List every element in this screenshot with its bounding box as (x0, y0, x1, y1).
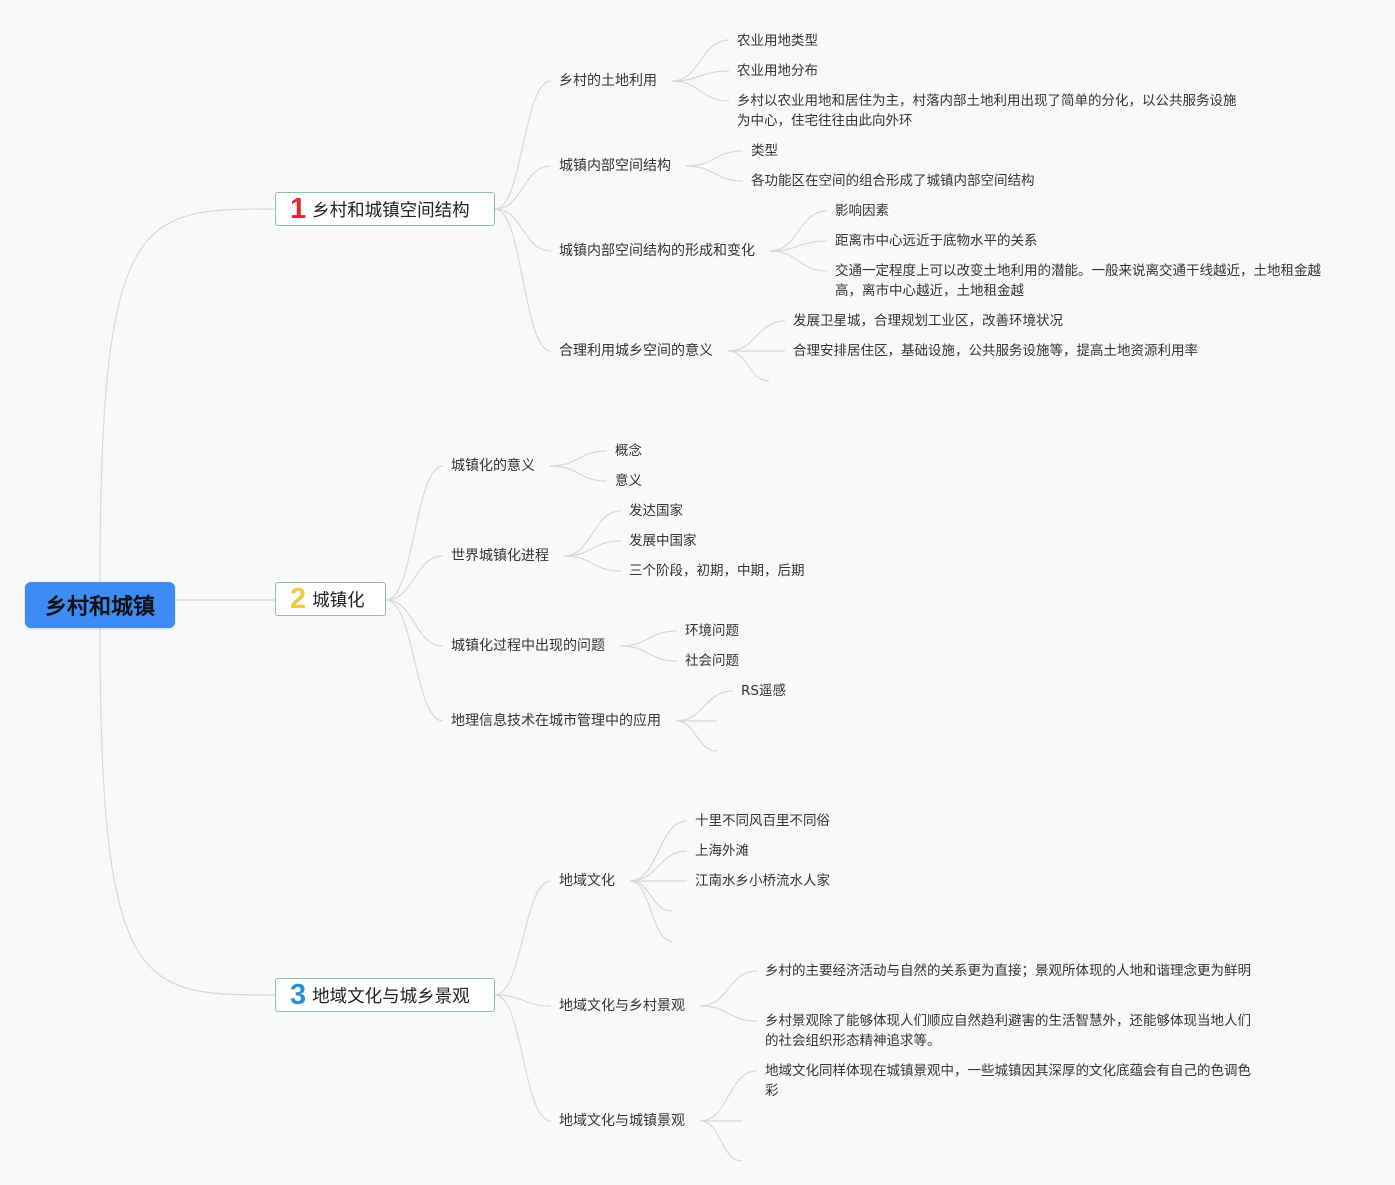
leaf-item[interactable]: 发展卫星城，合理规划工业区，改善环境状况 (793, 313, 1063, 329)
connector-line (494, 880, 552, 996)
leaf-item[interactable]: 农业用地类型 (737, 33, 818, 49)
topic-3-node[interactable]: 3 地域文化与城乡景观 (275, 978, 495, 1012)
connector-line (699, 970, 758, 1007)
connector-line (494, 165, 552, 210)
leaf-item[interactable]: 距离市中心远近于底物水平的关系 (835, 233, 1038, 249)
subtopic-rational-use[interactable]: 合理利用城乡空间的意义 (559, 343, 713, 359)
connector-line (619, 630, 678, 647)
connector-line (671, 39, 730, 82)
connector-line (549, 465, 608, 482)
topic-3-number: 3 (290, 978, 307, 1011)
subtopic-structure-formation[interactable]: 城镇内部空间结构的形成和变化 (559, 243, 755, 259)
connector-line (385, 599, 444, 647)
leaf-item[interactable]: 类型 (751, 143, 778, 159)
root-node[interactable]: 乡村和城镇 (25, 582, 175, 628)
subtopic-urban-spatial-structure[interactable]: 城镇内部空间结构 (559, 158, 671, 174)
connector-line (675, 690, 734, 722)
connector-line (563, 555, 622, 572)
leaf-item[interactable]: 上海外滩 (695, 843, 749, 859)
subtopic-rural-land-use[interactable]: 乡村的土地利用 (559, 73, 657, 89)
leaf-item[interactable]: 合理安排居住区，基础设施，公共服务设施等，提高土地资源利用率 (793, 343, 1198, 359)
leaf-item[interactable]: 发达国家 (629, 503, 683, 519)
connector-line (385, 465, 444, 601)
leaf-item[interactable]: 意义 (615, 473, 642, 489)
connector-line (727, 350, 770, 382)
connector-line (494, 994, 552, 1122)
leaf-item[interactable]: RS遥感 (741, 683, 786, 699)
subtopic-rural-landscape[interactable]: 地域文化与乡村景观 (559, 998, 685, 1014)
connector-line (769, 240, 828, 252)
leaf-item[interactable]: 地域文化同样体现在城镇景观中，一些城镇因其深厚的文化底蕴会有自己的色调色彩 (765, 1063, 1251, 1099)
leaf-item[interactable]: 江南水乡小桥流水人家 (695, 873, 830, 889)
connector-line (629, 880, 673, 942)
topic-1-node[interactable]: 1 乡村和城镇空间结构 (275, 192, 495, 226)
subtopic-gis-application[interactable]: 地理信息技术在城市管理中的应用 (451, 713, 661, 729)
topic-1-number: 1 (290, 192, 307, 225)
leaf-item[interactable]: 各功能区在空间的组合形成了城镇内部空间结构 (751, 173, 1035, 189)
connector-line (769, 210, 828, 252)
subtopic-urbanization-meaning[interactable]: 城镇化的意义 (451, 458, 535, 474)
topic-3-label: 地域文化与城乡景观 (312, 986, 470, 1007)
connector-line (699, 1120, 743, 1162)
leaf-item[interactable]: 农业用地分布 (737, 63, 818, 79)
leaf-item[interactable]: 乡村景观除了能够体现人们顺应自然趋利避害的生活智慧外，还能够体现当地人们的社会组… (765, 1013, 1251, 1049)
leaf-item[interactable]: 概念 (615, 443, 642, 459)
topic-2-number: 2 (290, 582, 307, 615)
leaf-item[interactable]: 发展中国家 (629, 533, 697, 549)
connector-line (629, 820, 688, 882)
connector-line (769, 250, 828, 272)
connector-line (99, 627, 276, 996)
connector-line (494, 994, 552, 1007)
subtopic-urban-landscape[interactable]: 地域文化与城镇景观 (559, 1113, 685, 1129)
leaf-item[interactable]: 三个阶段，初期，中期，后期 (629, 563, 805, 579)
connector-line (727, 320, 786, 352)
connector-line (494, 208, 552, 252)
connector-line (385, 555, 444, 601)
connector-line (99, 208, 276, 583)
topic-2-label: 城镇化 (312, 590, 365, 611)
root-label: 乡村和城镇 (44, 595, 155, 620)
connector-line (629, 850, 688, 882)
leaf-item[interactable]: 环境问题 (685, 623, 739, 639)
connector-line (549, 450, 608, 467)
connector-line (494, 208, 552, 352)
connector-line (563, 510, 622, 557)
connector-line (619, 645, 678, 662)
connector-line (675, 720, 718, 752)
leaf-item[interactable]: 交通一定程度上可以改变土地利用的潜能。一般来说离交通干线越近，土地租金越高，离市… (835, 263, 1321, 299)
connector-line (699, 1070, 758, 1122)
topic-2-node[interactable]: 2 城镇化 (275, 582, 386, 616)
connector-line (685, 150, 744, 167)
connector-line (685, 165, 744, 182)
topic-1-label: 乡村和城镇空间结构 (312, 200, 470, 221)
leaf-item[interactable]: 乡村以农业用地和居住为主，村落内部土地利用出现了简单的分化，以公共服务设施为中心… (737, 93, 1237, 129)
connector-line (385, 599, 444, 722)
subtopic-world-urbanization[interactable]: 世界城镇化进程 (451, 548, 549, 564)
leaf-item[interactable]: 影响因素 (835, 203, 889, 219)
connector-line (563, 540, 622, 557)
connector-line (671, 70, 730, 82)
connector-line (699, 1005, 758, 1022)
connector-line (629, 880, 673, 912)
leaf-item[interactable]: 社会问题 (685, 653, 739, 669)
leaf-item[interactable]: 乡村的主要经济活动与自然的关系更为直接；景观所体现的人地和谐理念更为鲜明 (765, 963, 1251, 979)
connector-line (671, 80, 730, 102)
subtopic-regional-culture[interactable]: 地域文化 (559, 873, 615, 889)
connector-line (494, 80, 552, 210)
leaf-item[interactable]: 十里不同风百里不同俗 (695, 813, 830, 829)
subtopic-urbanization-problems[interactable]: 城镇化过程中出现的问题 (451, 638, 605, 654)
